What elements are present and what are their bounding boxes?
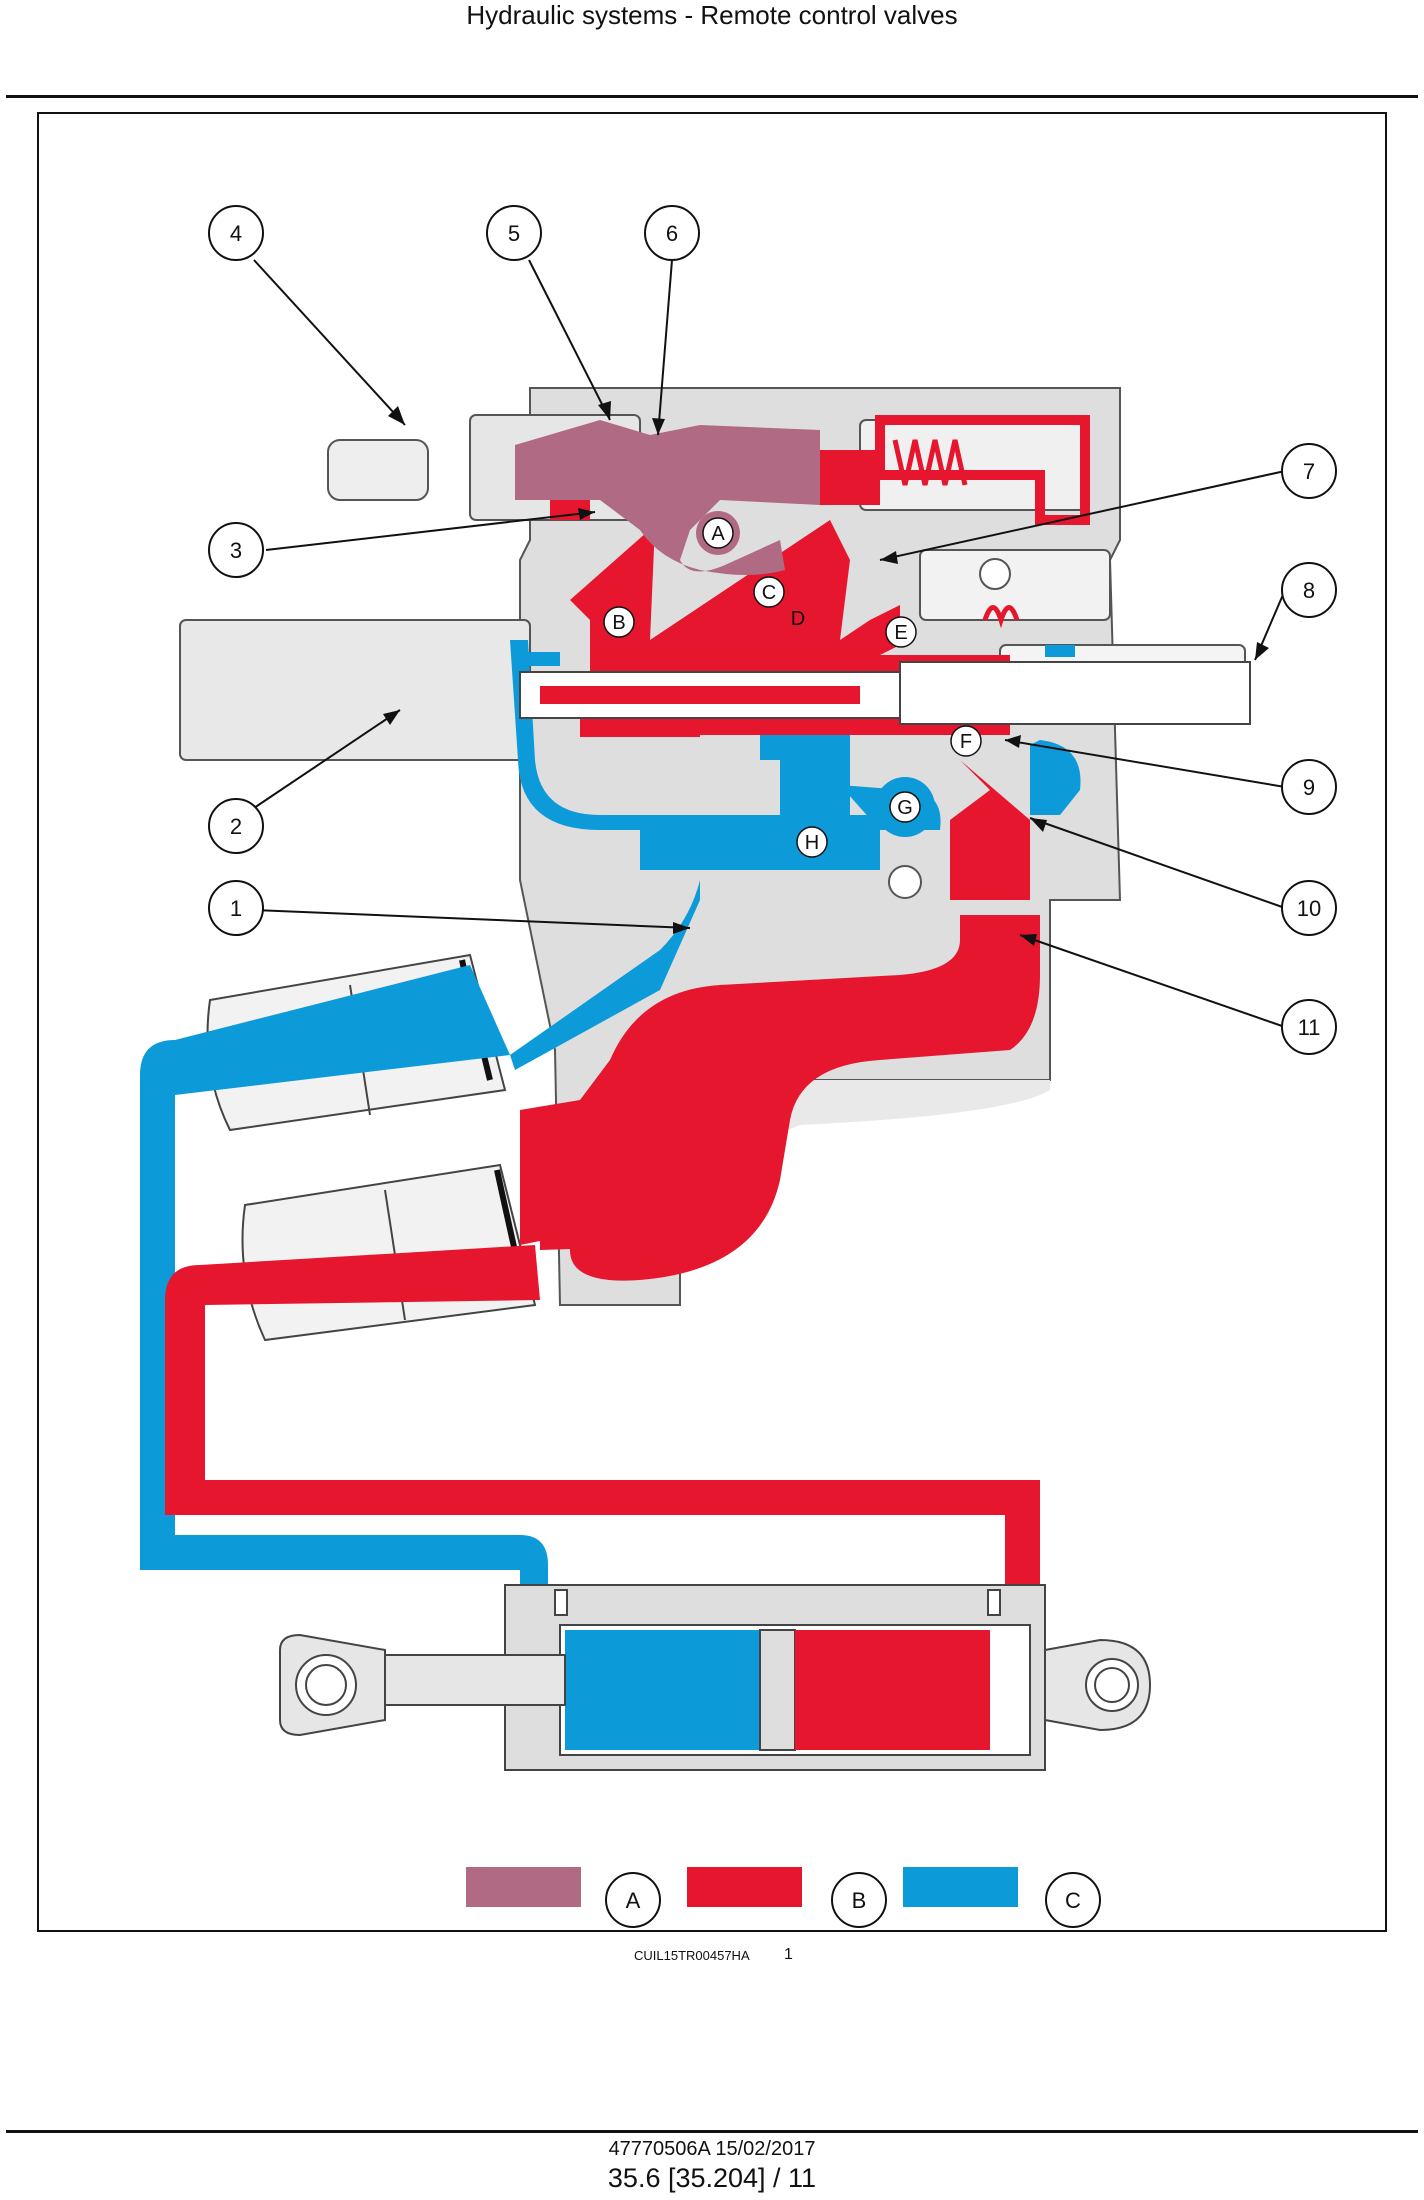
- figure-number: 1: [784, 1946, 793, 1963]
- springs: [892, 439, 1020, 838]
- leader-arrowheads: [383, 401, 1269, 946]
- leader-lines: [253, 259, 1286, 1028]
- page-header-title: Hydraulic systems - Remote control valve…: [466, 0, 958, 30]
- main-spool: [519, 661, 1251, 725]
- footer-page-line: 35.6 [35.204] / 11: [607, 2163, 817, 2193]
- figure-frame: [37, 112, 1387, 1932]
- cylinder: [279, 1584, 1152, 1771]
- footer-doc-line: 47770506A 15/02/2017: [608, 2138, 816, 2160]
- footer-divider: [6, 2130, 1418, 2133]
- header-divider: [6, 95, 1418, 98]
- figure-code: CUIL15TR00457HA: [634, 1948, 750, 1963]
